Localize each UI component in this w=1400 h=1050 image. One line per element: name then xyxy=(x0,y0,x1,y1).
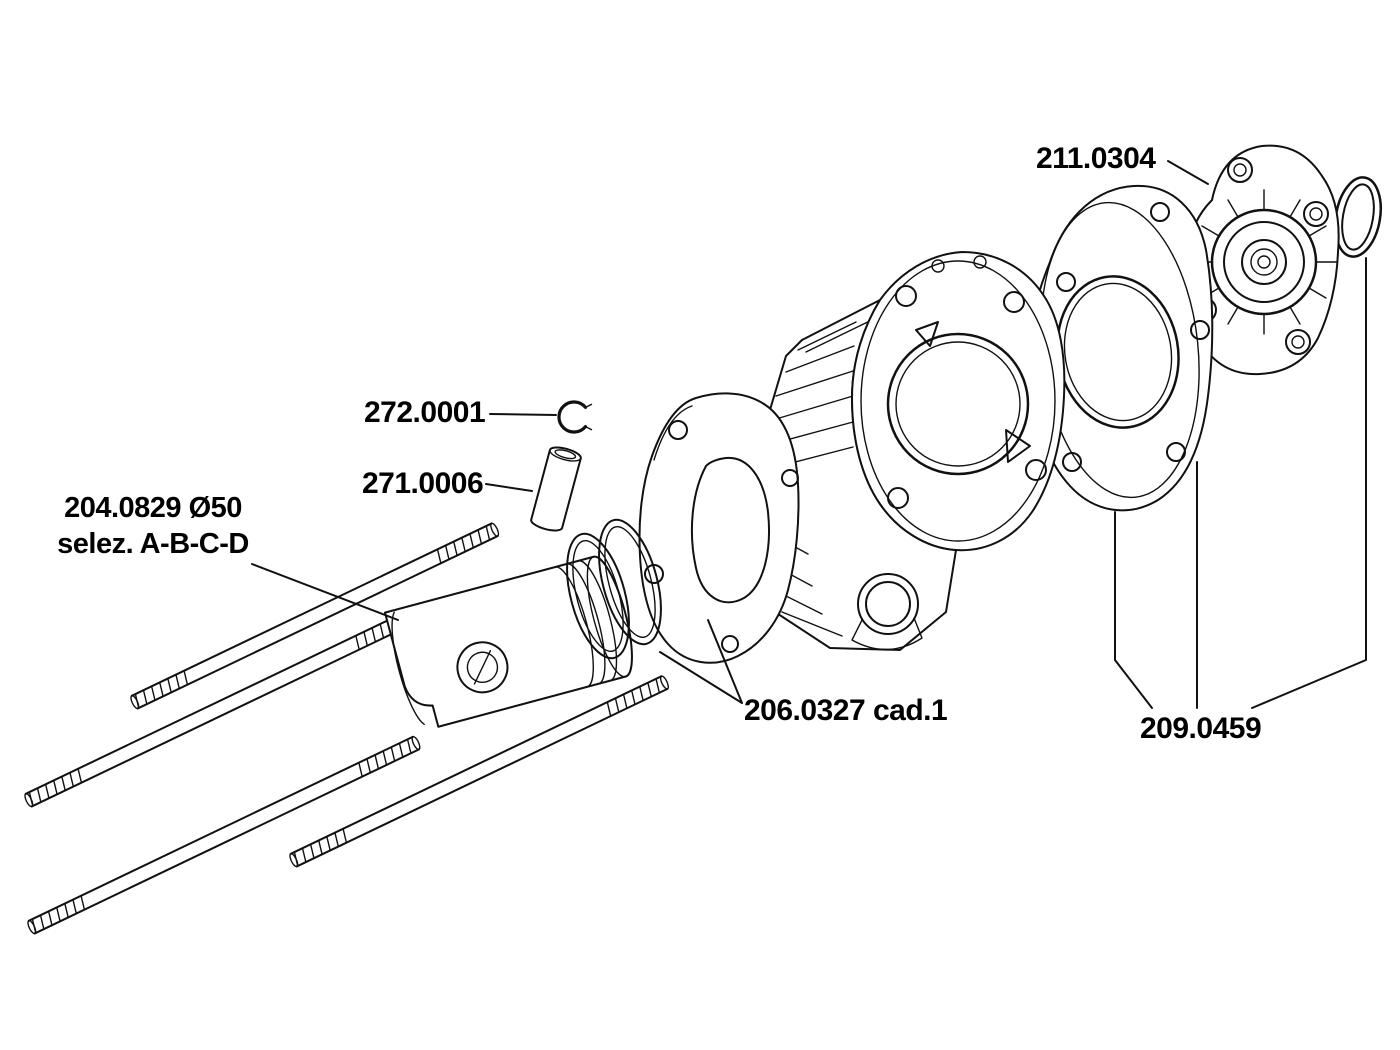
stud-bolt-3 xyxy=(289,675,669,868)
cylinder-stud-holes xyxy=(887,255,1047,509)
head-gasket xyxy=(1028,184,1214,512)
leader-cylinder-head xyxy=(1167,160,1209,185)
head-gasket-holes xyxy=(1031,202,1210,472)
part-label-base-gasket: 206.0327 cad.1 xyxy=(744,694,948,727)
cylinder-bore xyxy=(886,332,1030,476)
leader-base-gasket xyxy=(659,619,743,704)
leader-piston-pin xyxy=(485,483,533,492)
leader-piston xyxy=(251,563,399,621)
part-label-piston-selection: selez. A-B-C-D xyxy=(57,528,249,561)
part-label-piston: 204.0829 Ø50 selez. A-B-C-D xyxy=(48,490,258,563)
stud-bolt-4 xyxy=(27,735,421,935)
leader-circlip xyxy=(489,413,557,416)
part-label-circlip: 272.0001 xyxy=(364,396,486,429)
circlip xyxy=(557,400,593,434)
part-label-head-gasket: 209.0459 xyxy=(1140,712,1262,745)
stud-bolt-1 xyxy=(130,522,500,710)
piston-pin xyxy=(530,446,582,532)
exhaust-boss xyxy=(851,573,923,651)
pin-boss xyxy=(456,641,509,694)
part-label-piston-pin: 271.0006 xyxy=(362,467,484,500)
leader-o-ring xyxy=(1251,257,1367,709)
transfer-ports xyxy=(915,321,1031,463)
leader-lines xyxy=(251,160,1367,709)
piston-rings xyxy=(566,518,662,660)
leader-head-gasket-left xyxy=(1114,511,1153,709)
part-label-piston-number: 204.0829 Ø50 xyxy=(64,492,242,524)
part-label-cylinder-head: 211.0304 xyxy=(1036,142,1156,175)
base-gasket xyxy=(638,392,800,664)
combustion-dome xyxy=(1210,208,1318,316)
